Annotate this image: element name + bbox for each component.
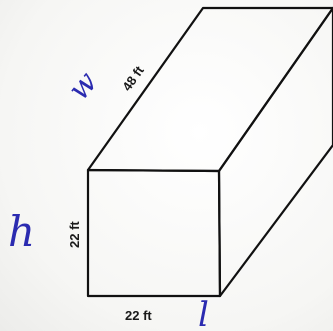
width-label: 48 ft	[119, 63, 147, 94]
length-label: 22 ft	[125, 308, 152, 323]
handwritten-w: w	[61, 65, 105, 107]
prism-top-face	[86, 6, 333, 173]
prism-front-face	[86, 168, 222, 298]
handwritten-l: l	[198, 295, 209, 331]
prism-right-face	[217, 6, 333, 298]
height-label: 22 ft	[67, 221, 82, 248]
handwritten-h: h	[8, 207, 35, 256]
